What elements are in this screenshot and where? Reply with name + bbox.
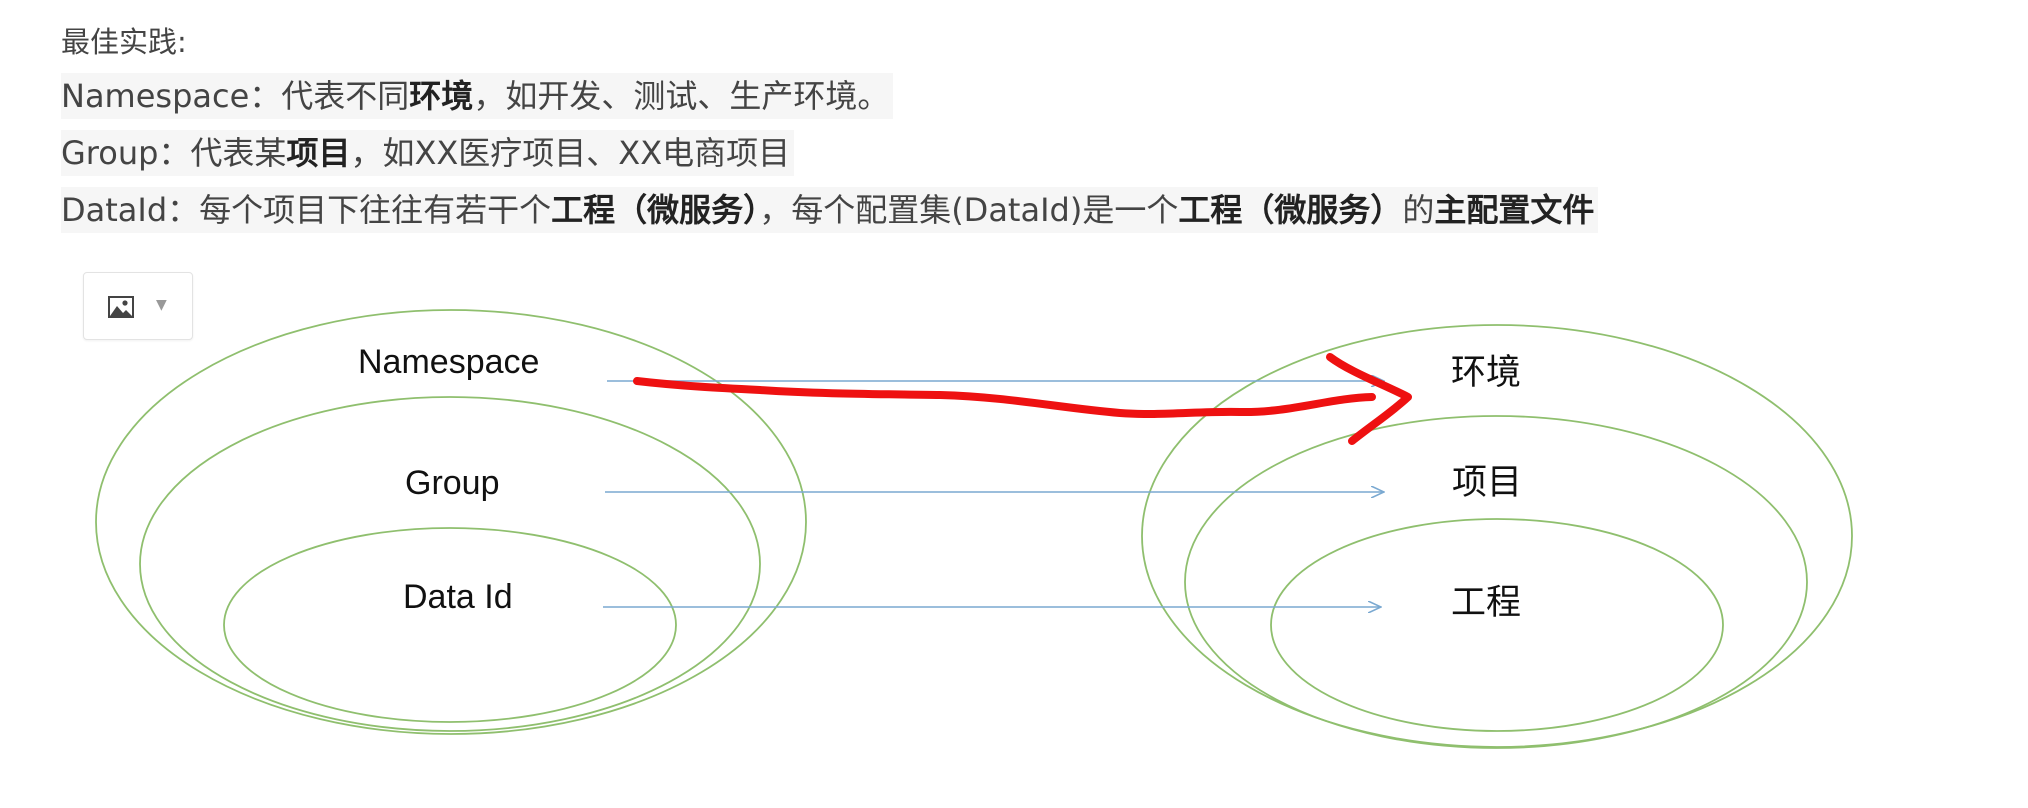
right-label-engineering: 工程 (1451, 583, 1521, 623)
namespace-desc-suffix: ，如开发、测试、生产环境。 (473, 77, 890, 115)
dataid-desc-bold-3: 主配置文件 (1434, 191, 1595, 229)
red-arrow-stroke (633, 377, 1376, 418)
group-desc-bold: 项目 (286, 134, 351, 172)
group-desc-prefix: Group：代表某 (61, 134, 287, 172)
left-label-group: Group (405, 464, 500, 502)
namespace-desc-bold: 环境 (409, 77, 474, 115)
left-label-dataid: Data Id (403, 578, 513, 616)
heading: 最佳实践: (61, 25, 187, 59)
right-env-ellipse (1141, 324, 1853, 748)
right-project-ellipse (1184, 415, 1808, 749)
red-annotation-arrow (633, 353, 1412, 445)
right-label-project: 项目 (1452, 463, 1522, 503)
left-dataid-ellipse (223, 527, 677, 723)
left-label-namespace: Namespace (358, 343, 539, 381)
left-group-ellipse (139, 396, 761, 732)
image-options-button[interactable]: ▼ (83, 272, 193, 340)
group-desc-suffix: ，如XX医疗项目、XX电商项目 (350, 134, 791, 172)
namespace-description: Namespace：代表不同环境，如开发、测试、生产环境。 (61, 73, 894, 119)
caret-down-icon: ▼ (156, 297, 167, 313)
group-description: Group：代表某项目，如XX医疗项目、XX电商项目 (61, 130, 795, 176)
red-arrow-head (1326, 353, 1412, 445)
dataid-description: DataId：每个项目下往往有若干个工程（微服务），每个配置集(DataId)是… (61, 187, 1599, 233)
image-icon (107, 295, 135, 323)
dataid-desc-bold-2: 工程（微服务） (1178, 191, 1403, 229)
dataid-desc-mid-2: 的 (1402, 191, 1435, 229)
right-label-env: 环境 (1451, 353, 1521, 393)
dataid-desc-mid-1: ，每个配置集(DataId)是一个 (759, 191, 1179, 229)
dataid-desc-prefix: DataId：每个项目下往往有若干个 (61, 191, 552, 229)
right-ellipses (1141, 324, 1853, 749)
dataid-desc-bold-1: 工程（微服务） (551, 191, 760, 229)
left-ellipses (95, 309, 807, 735)
right-engineering-ellipse (1270, 518, 1724, 732)
namespace-desc-prefix: Namespace：代表不同 (61, 77, 410, 115)
left-namespace-ellipse (95, 309, 807, 735)
